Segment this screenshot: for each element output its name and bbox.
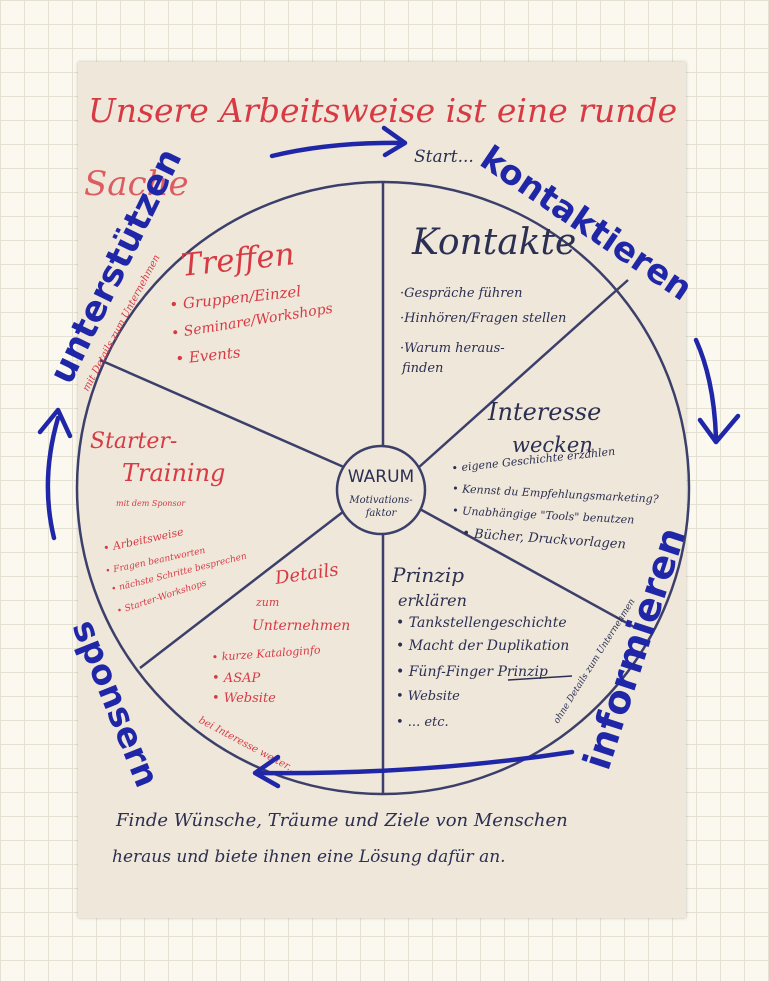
rim-note-bottom: bei Interesse weiter... (197, 715, 299, 776)
spoke-upper-left (99, 358, 347, 470)
spoke-lower-left (139, 507, 349, 669)
segment-starter-title-line2: Training (122, 459, 225, 487)
arrow-top (269, 140, 405, 159)
segment-prinzip-item: • Tankstellengeschichte (396, 615, 567, 631)
footer-line1: Finde Wünsche, Träume und Ziele von Mens… (115, 810, 568, 831)
segment-prinzip-item: • ... etc. (396, 715, 449, 730)
segment-treffen-item: • Events (175, 343, 242, 368)
segment-details-title-line1: Details (273, 559, 340, 589)
segment-prinzip-item: • Website (396, 689, 460, 704)
wheel-hub (335, 444, 427, 536)
arrow-top-head (381, 125, 408, 158)
segment-prinzip-title-line2: erklären (398, 591, 467, 610)
segment-kontakte-title: Kontakte (411, 222, 576, 263)
segment-starter-subtitle: mit dem Sponsor (116, 499, 186, 508)
segment-details-item: • ASAP (212, 671, 260, 686)
segment-interesse-item: • Kennst du Empfehlungsmarketing? (452, 482, 659, 506)
arrow-right-head (697, 413, 741, 445)
segment-starter-item: • Arbeitsweise (102, 525, 185, 555)
arrow-bottom-head (252, 754, 281, 789)
arrow-left-head (37, 407, 73, 439)
segment-details-item: • Website (212, 691, 276, 706)
footer-line2: heraus und biete ihnen eine Lösung dafür… (112, 847, 506, 867)
segment-interesse-item: • Bücher, Druckvorlagen (462, 526, 627, 552)
segment-prinzip-item: • Fünf-Finger Prinzip (396, 664, 548, 680)
hub-subtitle-line1: Motivations- (348, 495, 413, 506)
arrow-bottom (255, 749, 575, 776)
start-label: Start... (414, 147, 474, 167)
segment-kontakte-item: finden (401, 361, 443, 376)
cycle-arrows (37, 125, 741, 789)
arrow-right (693, 337, 719, 441)
segment-details-title-line2: zum (255, 596, 279, 609)
segment-prinzip-item: • Macht der Duplikation (396, 638, 569, 654)
segment-details-item: • kurze Kataloginfo (211, 643, 321, 664)
heading-line1: Unsere Arbeitsweise ist eine runde (88, 91, 677, 130)
segment-kontakte-item: ·Gespräche führen (400, 286, 522, 301)
hub-subtitle-line2: faktor (365, 508, 398, 519)
spoke-upper-right (417, 279, 629, 469)
arrow-left (45, 415, 61, 541)
prinzip-underline (507, 675, 573, 681)
segment-treffen-title: Treffen (179, 236, 296, 284)
segment-kontakte-item: ·Warum heraus- (400, 341, 505, 356)
segment-starter-title-line1: Starter- (90, 429, 177, 454)
hub-title: WARUM (348, 467, 414, 487)
word-sponsern: sponsern (64, 614, 167, 793)
segment-details-title-line3: Unternehmen (252, 618, 350, 634)
segment-interesse-item: • Unabhängige "Tools" benutzen (452, 504, 635, 527)
heading-line2: Sache (84, 164, 189, 204)
segment-interesse-title-line1: Interesse (487, 398, 601, 426)
segment-prinzip-title-line1: Prinzip (391, 563, 464, 587)
spoke-lower-right (417, 506, 637, 630)
segment-interesse-title-line2: wecken (512, 433, 593, 457)
word-informieren: informieren (575, 522, 695, 775)
segment-kontakte-item: ·Hinhören/Fragen stellen (400, 311, 566, 326)
